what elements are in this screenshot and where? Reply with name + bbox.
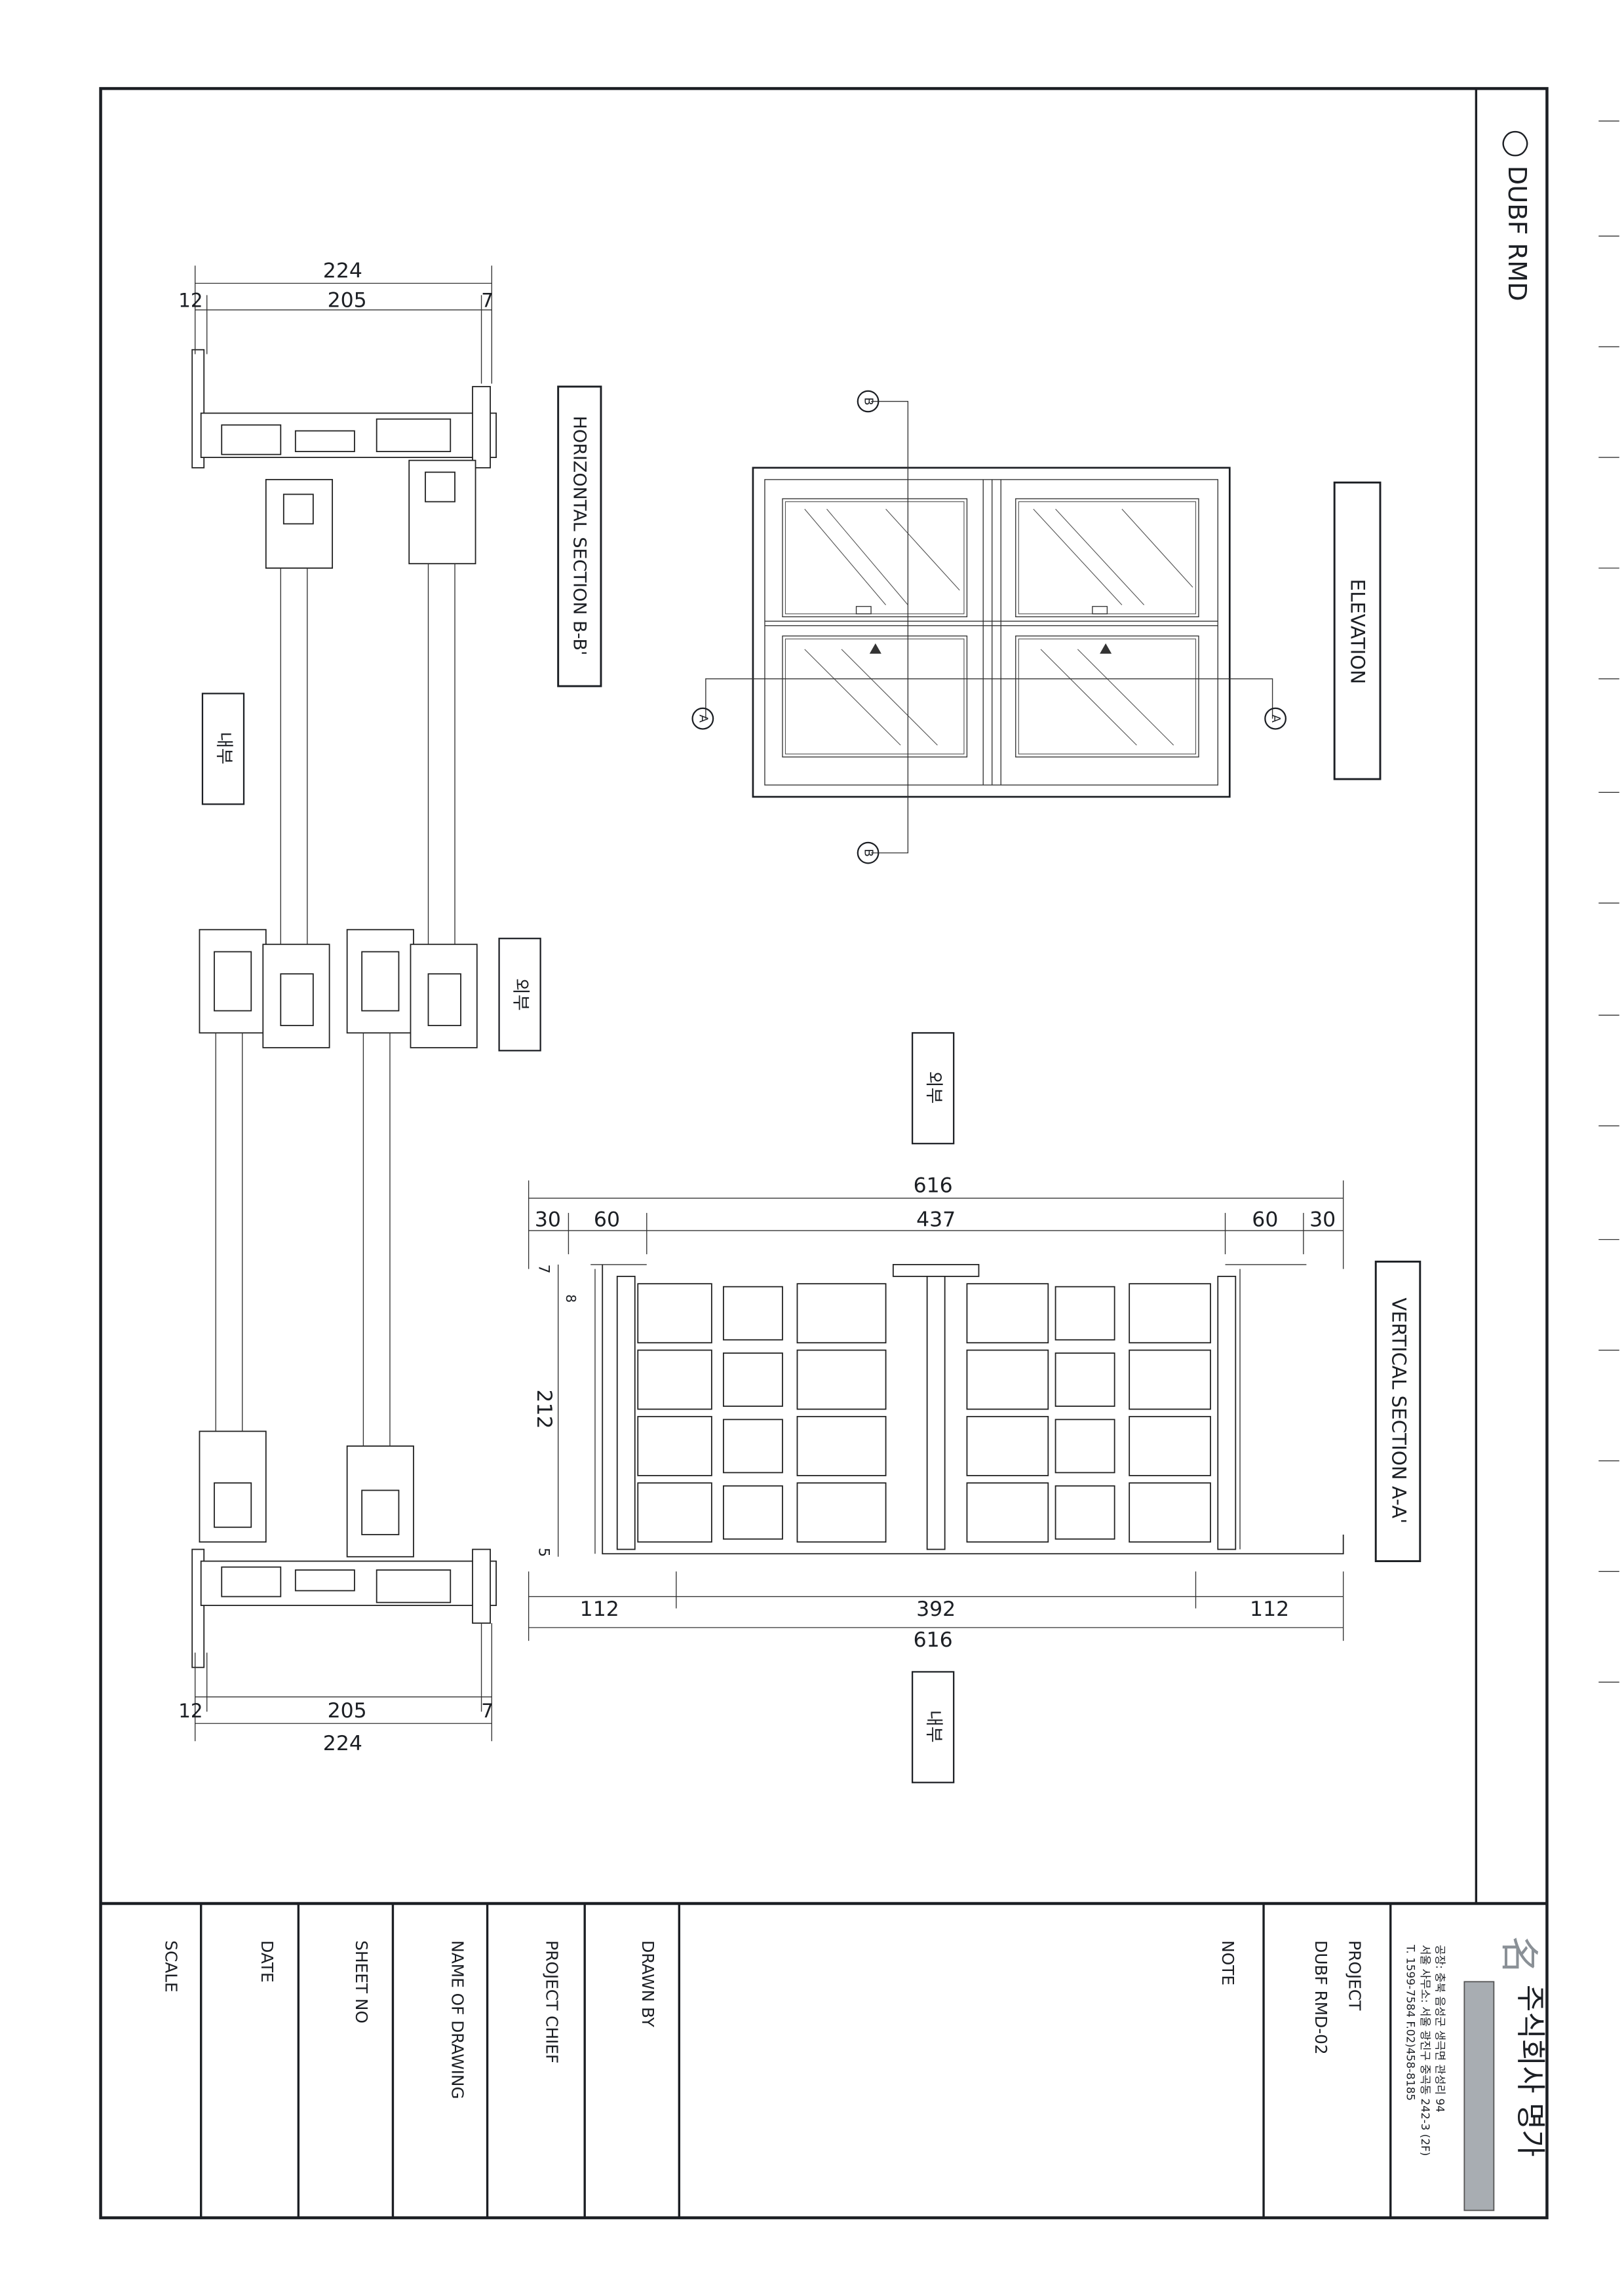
- dim-h-bottom-right: 7: [481, 1700, 493, 1722]
- company-phone: T. 1599-7584 F.02)458-8185: [1404, 1944, 1418, 2101]
- vertical-section-label: VERTICAL SECTION A-A': [1388, 1297, 1410, 1523]
- vertical-section-dimensions: [528, 1180, 1344, 1641]
- company-office-address: 서울 사무소: 서울 광진구 중곡동 242-3 (2F): [1419, 1945, 1432, 2156]
- title-block-grid: [200, 1903, 1392, 2218]
- dim-v-depth-c: 5: [535, 1548, 552, 1557]
- dim-v-top-total: 616: [914, 1174, 953, 1198]
- vertical-section-label-box: [1374, 1260, 1421, 1563]
- exterior-label-2: 외부: [923, 1071, 944, 1104]
- dim-v-top-b: 60: [594, 1208, 620, 1231]
- svg-text:B: B: [862, 397, 876, 405]
- dim-v-depth-a: 7: [535, 1264, 552, 1273]
- interior-label-box-2: [912, 1671, 955, 1784]
- dim-h-top-total: 224: [323, 259, 362, 282]
- horizontal-section-label: HORIZONTAL SECTION B-B': [570, 416, 590, 656]
- dim-v-top-c: 60: [1252, 1208, 1278, 1231]
- drawn-by-label: DRAWN BY: [638, 1940, 657, 2027]
- dim-v-top-d: 30: [1309, 1208, 1336, 1231]
- svg-text:名: 名: [1496, 1936, 1541, 1975]
- dim-v-top-mid: 437: [916, 1208, 956, 1231]
- sheet-title: ◯ DUBF RMD: [1502, 130, 1532, 301]
- svg-text:B: B: [862, 849, 876, 856]
- svg-text:A: A: [696, 715, 710, 723]
- interior-label-1: 내부: [214, 732, 234, 765]
- horizontal-section-label-box: [557, 385, 602, 687]
- section-marker-b-bottom: B: [857, 841, 880, 864]
- project-label: PROJECT: [1345, 1940, 1364, 2011]
- scale-label: SCALE: [162, 1940, 181, 1992]
- horizontal-section-dimensions: [195, 265, 493, 1742]
- project-value: DUBF RMD-02: [1311, 1940, 1330, 2054]
- project-chief-label: PROJECT CHIEF: [543, 1940, 562, 2063]
- exterior-label-1: 외부: [511, 978, 531, 1011]
- section-marker-b-top: B: [857, 390, 880, 413]
- elevation-label-box: [1333, 481, 1382, 780]
- dim-h-bottom-total: 224: [323, 1732, 362, 1755]
- sheet-border: [99, 86, 1549, 2219]
- dim-v-bottom-mid: 392: [916, 1598, 956, 1621]
- sheet-no-label: SHEET NO: [352, 1940, 371, 2023]
- name-of-drawing-label: NAME OF DRAWING: [448, 1940, 467, 2099]
- interior-label-box-1: [201, 693, 245, 805]
- dim-h-bottom-inner: 205: [328, 1699, 367, 1723]
- interior-label-2: 내부: [923, 1710, 944, 1743]
- section-marker-a-left: A: [691, 707, 714, 730]
- company-logo: 名: [1463, 1936, 1541, 2211]
- horizontal-section-view: [191, 349, 497, 1668]
- vertical-section-view: [590, 1264, 1344, 1555]
- dim-v-bottom-b: 112: [1250, 1598, 1289, 1621]
- elevation-label: ELEVATION: [1346, 579, 1368, 685]
- exterior-label-box-2: [912, 1032, 955, 1145]
- company-name: 주식회사 명가: [1513, 1985, 1548, 2157]
- note-label: NOTE: [1218, 1940, 1237, 1985]
- dim-h-top-right: 7: [481, 289, 493, 311]
- date-label: DATE: [258, 1940, 277, 1982]
- company-factory-address: 공장: 충북 음성군 생극면 관성리 94: [1434, 1945, 1447, 2113]
- dim-h-top-left: 12: [178, 289, 203, 311]
- dim-v-bottom-total: 616: [914, 1628, 953, 1652]
- svg-text:A: A: [1269, 715, 1283, 723]
- dim-v-depth-b: 8: [563, 1294, 579, 1303]
- dim-v-top-a: 30: [535, 1208, 561, 1231]
- dim-v-bottom-a: 112: [580, 1598, 619, 1621]
- section-marker-a-right: A: [1264, 707, 1286, 730]
- dim-h-bottom-left: 12: [178, 1700, 203, 1722]
- dim-h-top-inner: 205: [328, 288, 367, 312]
- exterior-label-box-1: [498, 938, 541, 1052]
- elevation-view: [705, 400, 1273, 854]
- dim-v-depth: 212: [532, 1390, 556, 1429]
- margin-ticks: [1598, 120, 1619, 1683]
